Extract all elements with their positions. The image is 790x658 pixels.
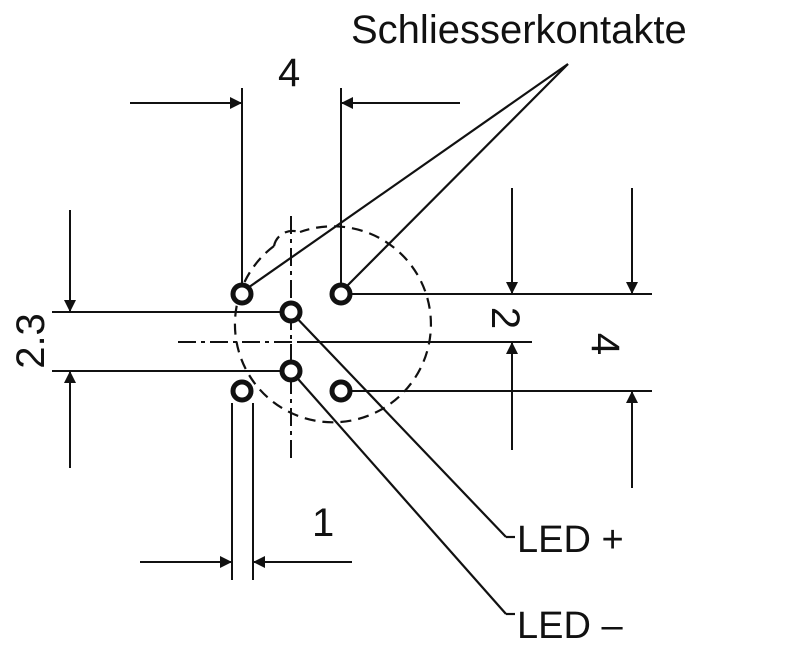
- pin-bottom-left: [230, 379, 254, 403]
- label-led-minus: LED –: [517, 605, 623, 647]
- label-contacts: Schliesserkontakte: [351, 8, 687, 52]
- pins: [230, 282, 353, 403]
- dim-bottom-width: 1: [312, 501, 334, 545]
- pin-bottom-right: [329, 379, 353, 403]
- pin-contact-top-right: [329, 282, 353, 306]
- center-lines: [178, 216, 408, 462]
- pin-led-plus: [279, 300, 303, 324]
- dim-top-width: 4: [278, 51, 300, 95]
- pin-contact-top-left: [230, 282, 254, 306]
- dimension-arrows: [64, 97, 638, 568]
- pin-led-minus: [279, 359, 303, 383]
- dim-left-height: 2.3: [9, 313, 53, 369]
- extension-lines: [52, 88, 652, 580]
- dim-right-inner: 2: [483, 307, 527, 329]
- dim-right-outer: 4: [583, 333, 627, 355]
- label-led-plus: LED +: [517, 519, 624, 561]
- leader-lines: [241, 63, 569, 616]
